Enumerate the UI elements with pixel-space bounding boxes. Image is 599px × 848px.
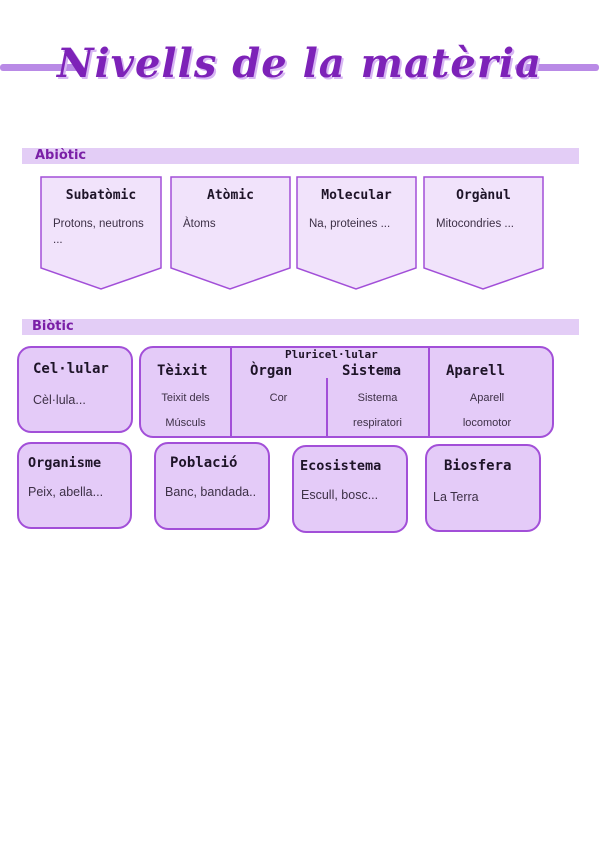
sistema-title: Sistema: [342, 363, 402, 379]
card-poblacio: Població Banc, bandada..: [154, 442, 270, 530]
card-atomic: Atòmic Àtoms: [170, 176, 291, 290]
sistema-desc: Sistema respiratori: [327, 386, 428, 436]
desc-line: Cor: [269, 392, 288, 404]
desc-line: Teixit dels: [161, 392, 210, 404]
card-shape: [423, 176, 544, 290]
organ-title: Òrgan: [250, 363, 293, 379]
card-desc: Na, proteines ...: [309, 218, 391, 230]
card-cellular: Cel·lular Cèl·lula...: [17, 346, 133, 433]
card-title: Orgànul: [456, 188, 511, 203]
card-molecular: Molecular Na, proteines ...: [296, 176, 417, 290]
card-title: Població: [170, 455, 238, 471]
card-organul: Orgànul Mitocondries ...: [423, 176, 544, 290]
divider: [428, 348, 430, 436]
title-line-left: [0, 64, 82, 71]
abiotic-band: Abiòtic: [22, 148, 579, 164]
abiotic-label: Abiòtic: [35, 148, 87, 163]
card-title: Organisme: [28, 455, 102, 471]
card-title: Molecular: [321, 188, 392, 203]
card-desc: La Terra: [433, 490, 479, 504]
biotic-label: Biòtic: [32, 319, 74, 334]
card-desc: Protons, neutrons ...: [53, 218, 144, 246]
desc-line: respiratori: [353, 417, 402, 429]
title-line-right: [515, 64, 599, 71]
pluricellular-label: Pluricel·lular: [285, 348, 378, 361]
card-organisme: Organisme Peix, abella...: [17, 442, 132, 529]
aparell-desc: Aparell locomotor: [430, 386, 544, 436]
card-pluricellular: Pluricel·lular Tèixit Teixit dels Múscul…: [139, 346, 554, 438]
teixit-desc: Teixit dels Músculs: [141, 386, 230, 436]
card-desc: Peix, abella...: [28, 485, 104, 499]
card-desc: Cèl·lula...: [33, 393, 86, 407]
card-title: Subatòmic: [65, 188, 137, 203]
card-shape: [170, 176, 291, 290]
card-desc: Escull, bosc...: [301, 488, 379, 502]
card-title: Cel·lular: [33, 361, 109, 377]
desc-line: Músculs: [165, 417, 206, 429]
card-title: Atòmic: [207, 188, 254, 203]
card-shape: [40, 176, 162, 290]
organ-desc: Cor: [231, 386, 326, 411]
desc-line: locomotor: [462, 417, 512, 429]
card-desc: Banc, bandada..: [165, 485, 257, 499]
card-subatomic: Subatòmic Protons, neutrons ...: [40, 176, 162, 290]
biotic-band: Biòtic: [22, 319, 579, 335]
card-biosfera: Biosfera La Terra: [425, 444, 541, 532]
card-desc: Àtoms: [183, 218, 216, 230]
desc-line: Aparell: [469, 392, 505, 404]
card-ecosistema: Ecosistema Escull, bosc...: [292, 445, 408, 533]
card-desc: Mitocondries ...: [436, 218, 514, 230]
teixit-title: Tèixit: [157, 363, 208, 379]
card-title: Biosfera: [444, 458, 512, 474]
divider: [326, 378, 328, 436]
card-shape: [296, 176, 417, 290]
page-title: Nivells de la matèria: [56, 40, 543, 87]
desc-line: Sistema: [357, 392, 398, 404]
divider: [230, 348, 232, 436]
card-title: Ecosistema: [300, 458, 382, 474]
aparell-title: Aparell: [446, 363, 506, 379]
